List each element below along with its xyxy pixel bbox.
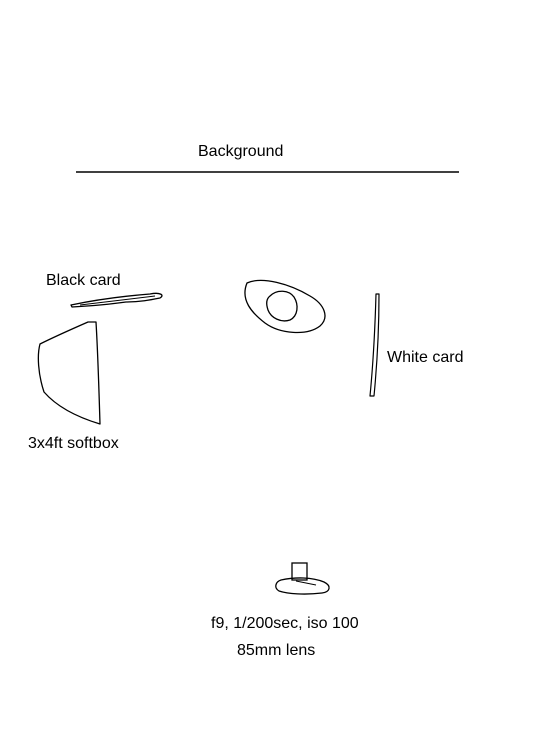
black-card-label: Black card <box>46 272 121 289</box>
camera-body <box>291 562 308 581</box>
lens-label: 85mm lens <box>237 642 316 659</box>
subject-outer-shape <box>244 279 326 334</box>
black-card-shape <box>70 292 163 308</box>
background-label: Background <box>198 143 284 160</box>
white-card-label: White card <box>387 349 464 366</box>
subject-inner-shape <box>266 290 298 322</box>
camera-settings-label: f9, 1/200sec, iso 100 <box>211 615 359 632</box>
camera-base-detail <box>295 580 317 586</box>
softbox-shape <box>37 321 101 425</box>
white-card-shape <box>369 293 380 397</box>
camera-base <box>275 577 330 595</box>
black-card-edge <box>79 295 156 306</box>
softbox-label: 3x4ft softbox <box>28 435 119 452</box>
